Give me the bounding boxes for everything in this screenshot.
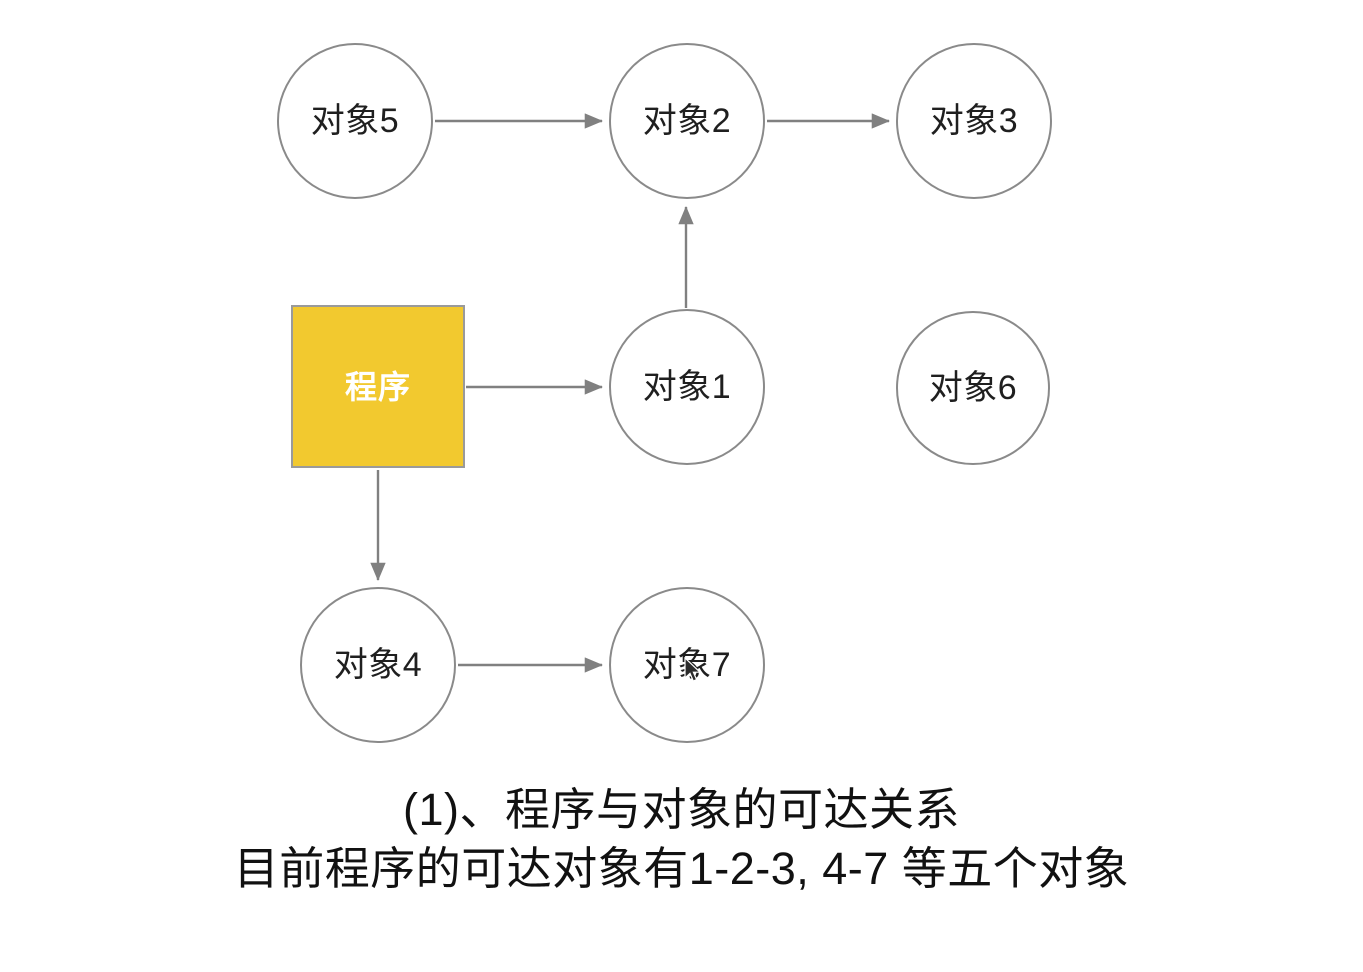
node-obj3-label: 对象3	[929, 102, 1019, 140]
node-obj7-label: 对象7	[642, 646, 732, 684]
node-obj5[interactable]: 对象5	[277, 43, 433, 199]
node-obj5-label: 对象5	[310, 102, 400, 140]
node-obj6-label: 对象6	[928, 369, 1018, 407]
caption: (1)、程序与对象的可达关系 目前程序的可达对象有1-2-3, 4-7 等五个对…	[0, 780, 1363, 899]
node-obj4-label: 对象4	[333, 646, 423, 684]
node-obj3[interactable]: 对象3	[896, 43, 1052, 199]
diagram-canvas: 对象5 对象2 对象3 程序 对象1 对象6 对象4 对象7	[277, 43, 1052, 743]
node-obj2-label: 对象2	[642, 102, 732, 140]
node-program[interactable]: 程序	[291, 305, 465, 468]
node-obj7[interactable]: 对象7	[609, 587, 765, 743]
node-program-label: 程序	[344, 368, 411, 405]
node-obj6[interactable]: 对象6	[896, 311, 1050, 465]
node-obj4[interactable]: 对象4	[300, 587, 456, 743]
node-obj1-label: 对象1	[642, 368, 732, 406]
node-obj2[interactable]: 对象2	[609, 43, 765, 199]
caption-line-2: 目前程序的可达对象有1-2-3, 4-7 等五个对象	[233, 843, 1130, 895]
edge-layer	[370, 113, 890, 673]
caption-line-1: (1)、程序与对象的可达关系	[403, 784, 960, 835]
node-obj1[interactable]: 对象1	[609, 309, 765, 465]
